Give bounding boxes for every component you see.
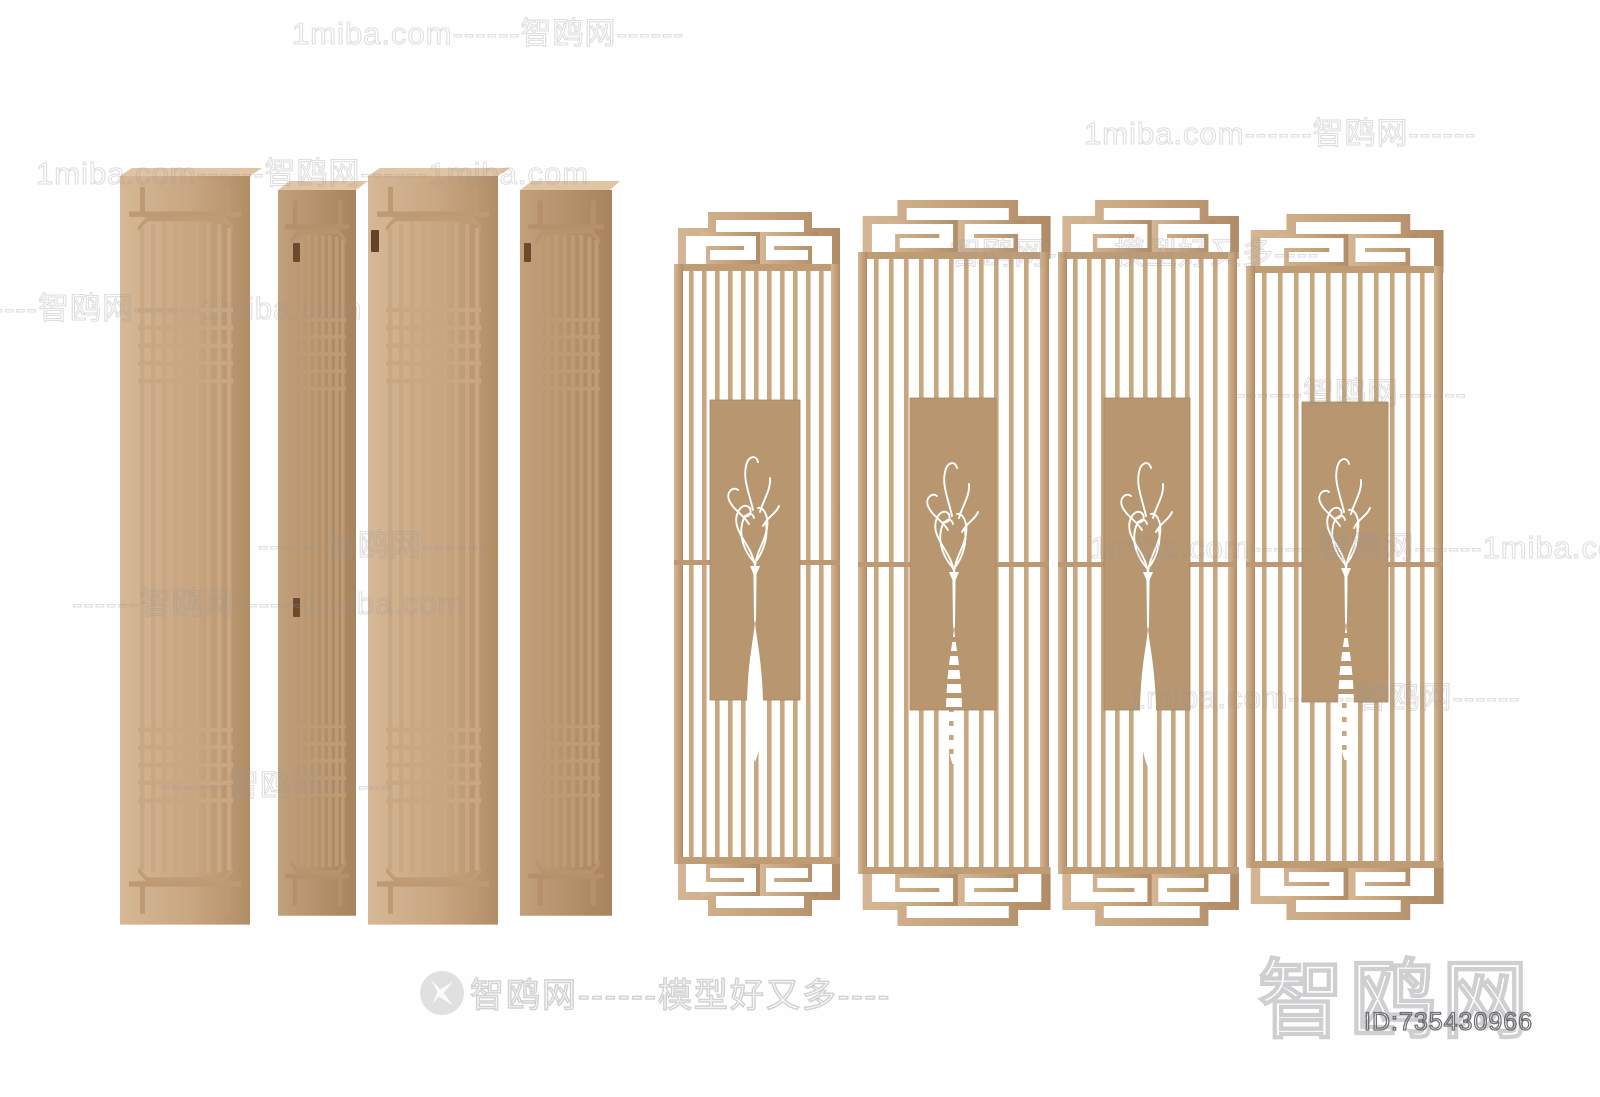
vase-motif-panel [709,399,801,762]
right-screen-panel-3[interactable] [1058,200,1239,926]
vase-motif-panel [1103,397,1191,768]
vase-motif-panel [1301,401,1389,760]
vase-motif-panel [909,397,997,764]
left-screen-panel-1[interactable] [120,176,250,925]
top-edge-highlight [120,168,620,190]
right-screen-panel-2[interactable] [858,200,1051,926]
right-screen[interactable] [672,186,1452,926]
left-screen-panel-4[interactable] [520,190,613,916]
left-screen-panel-2[interactable] [278,190,356,916]
right-screen-panel-4[interactable] [1246,214,1444,920]
hinge-icon [371,230,379,252]
hinge-icon [524,243,531,262]
right-screen-panel-1[interactable] [674,212,840,916]
hinge-icon [293,243,300,262]
left-screen-panel-3[interactable] [368,176,498,925]
left-screen[interactable] [120,168,620,928]
hinge-icon [293,598,300,617]
